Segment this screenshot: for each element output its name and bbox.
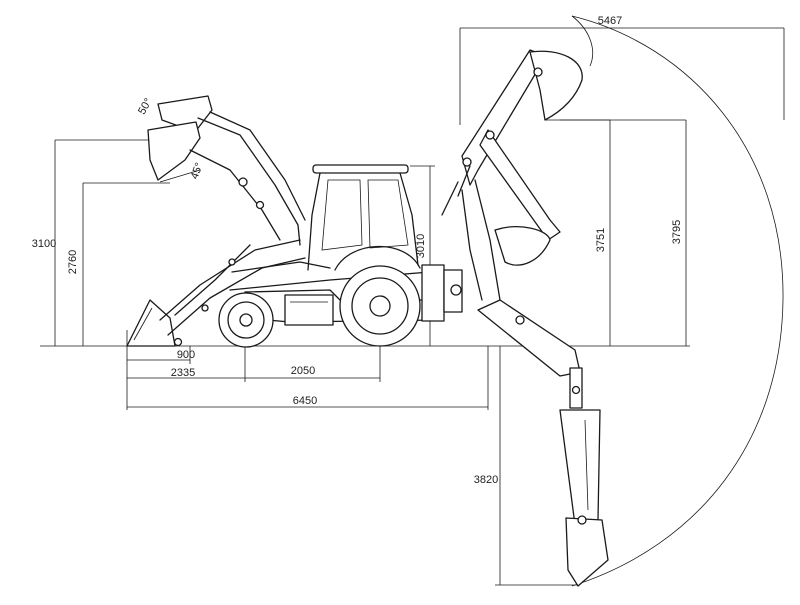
- loader-raised-arm: [147, 95, 306, 246]
- dim-loader-height-dump: 2760: [67, 250, 79, 274]
- dimension-labels: 5467 3100 2760 3010 3751 3795 900 2335 2…: [32, 15, 683, 486]
- dim-backhoe-height-b: 3795: [671, 220, 683, 244]
- dim-front-to-axle: 2335: [171, 367, 195, 379]
- dim-backhoe-height-a: 3751: [595, 228, 607, 252]
- loader-lowered-arm: [126, 239, 306, 347]
- dim-wheelbase: 2050: [291, 365, 315, 377]
- backhoe-raised: [441, 49, 583, 266]
- backhoe-swing-frame: [461, 179, 501, 301]
- dim-overall-length: 6450: [293, 395, 317, 407]
- dimension-lines: [40, 15, 785, 587]
- angle-top-label: 50°: [136, 96, 155, 116]
- backhoe-lowered: [477, 299, 609, 587]
- rear-wheel: [339, 265, 421, 347]
- dim-loader-height-total: 3100: [32, 238, 56, 250]
- front-wheel: [218, 292, 274, 348]
- dim-dig-depth: 3820: [474, 474, 498, 486]
- dim-cab-height: 3010: [415, 234, 427, 258]
- dim-top-reach: 5467: [598, 15, 622, 27]
- dim-front-offset: 900: [177, 349, 195, 361]
